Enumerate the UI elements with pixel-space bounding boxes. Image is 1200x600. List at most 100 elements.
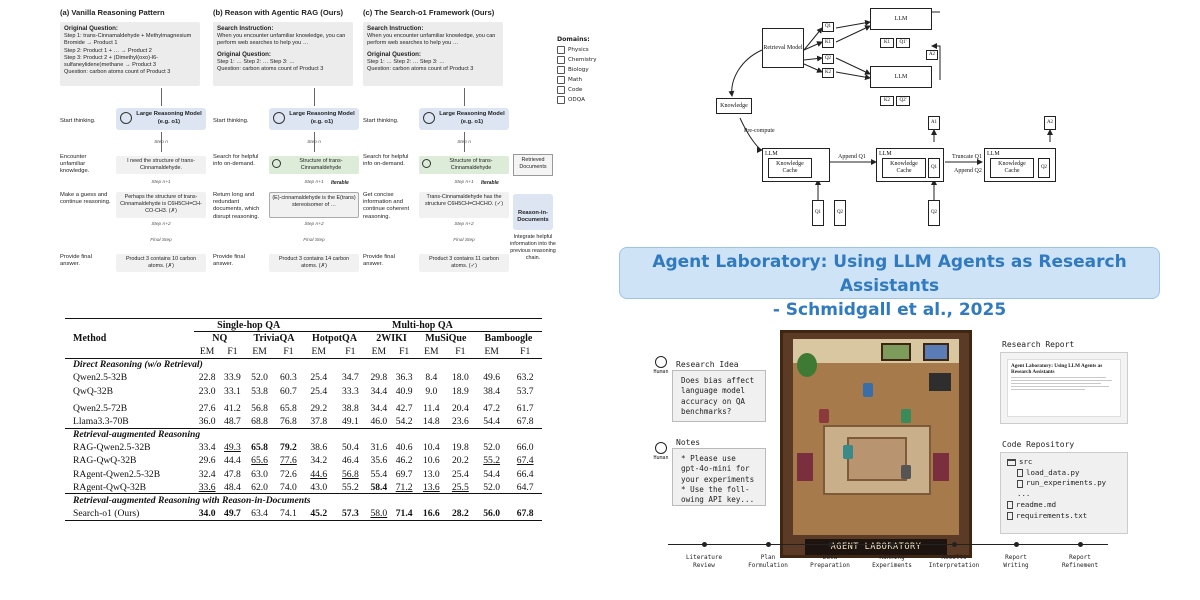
value-cell: 8.4	[417, 371, 446, 384]
value-cell: 47.2	[475, 402, 509, 415]
metric-header: EM	[417, 345, 446, 358]
model-label: Large Reasoning Model (e.g. o1)	[437, 111, 507, 126]
q1-box: Q1	[822, 22, 834, 32]
diagram-connectors	[700, 0, 1100, 240]
stage-label: Literature Review	[674, 554, 734, 570]
step-label: Step n+1	[116, 180, 206, 186]
method-cell: RAgent-Qwen2.5-32B	[65, 468, 194, 481]
value-cell: 64.7	[508, 481, 542, 494]
value-cell: 29.6	[194, 454, 219, 467]
value-cell: 60.3	[274, 371, 303, 384]
search-instruction-box: Search Instruction: When you encounter u…	[213, 22, 353, 86]
value-cell: 33.4	[194, 441, 219, 454]
metric-header: F1	[392, 345, 417, 358]
value-cell: 29.2	[303, 402, 335, 415]
physics-icon	[557, 46, 565, 54]
return-docs-label: Return long and redundant documents, whi…	[213, 192, 265, 221]
knowledge-cache-diagram: Retrieval Model Q1 K1 Q2 K2 LLM K1 Q1' A…	[700, 0, 1100, 240]
value-cell: 48.7	[220, 415, 245, 428]
value-cell: 9.0	[417, 384, 446, 397]
value-cell: 43.0	[303, 481, 335, 494]
value-cell: 56.8	[245, 402, 274, 415]
value-cell: 76.8	[274, 415, 303, 428]
value-cell: 33.3	[335, 384, 367, 397]
domain-item: ODQA	[557, 96, 617, 104]
encounter-label: Encounter unfamiliar knowledge.	[60, 154, 112, 176]
value-cell: 58.0	[366, 507, 391, 520]
value-cell: 50.4	[335, 441, 367, 454]
value-cell: 46.2	[392, 454, 417, 467]
wall-painting	[923, 343, 949, 361]
value-cell: 74.0	[274, 481, 303, 494]
value-cell: 67.8	[508, 507, 542, 520]
k1-output-box: K1	[880, 38, 894, 48]
stage-label: Plan Formulation	[738, 554, 798, 570]
knowledge-cache-box: Knowledge Cache	[768, 158, 812, 178]
value-cell: 38.8	[335, 402, 367, 415]
folder-icon	[1007, 459, 1016, 466]
value-cell: 54.4	[475, 468, 509, 481]
value-cell: 54.2	[392, 415, 417, 428]
value-cell: 16.6	[417, 507, 446, 520]
value-cell: 13.0	[417, 468, 446, 481]
method-cell: RAG-QwQ-32B	[65, 454, 194, 467]
repo-item-label: run_experiments.py	[1026, 478, 1106, 489]
domain-item: Code	[557, 86, 617, 94]
domain-label: Physics	[568, 47, 589, 53]
dataset-header: Bamboogle	[475, 332, 542, 345]
q2-input-box: Q2	[928, 200, 940, 226]
llm-box: LLM	[870, 8, 932, 30]
lab-room-illustration: AGENT LABORATORY	[780, 330, 972, 558]
value-cell: 49.1	[335, 415, 367, 428]
iterable-label: Iterable	[481, 180, 499, 186]
section-header-row: Retrieval-augmented Reasoning	[65, 428, 542, 441]
value-cell: 67.8	[508, 415, 542, 428]
banner-title: Agent Laboratory: Using LLM Agents as Re…	[620, 250, 1159, 298]
value-cell: 37.8	[303, 415, 335, 428]
q1-input-box: Q1	[812, 200, 824, 226]
input-line: Step 3: Product 2 + (Dimethyl(oxo)-l6-su…	[64, 55, 196, 70]
text-line	[1011, 389, 1085, 391]
value-cell: 10.6	[417, 454, 446, 467]
value-cell: 57.3	[335, 507, 367, 520]
final-node: Product 3 contains 11 carbon atoms. (✓)	[419, 254, 509, 272]
value-cell: 34.4	[366, 384, 391, 397]
input-title: Original Question:	[64, 25, 196, 33]
final-step-label: Final Step	[116, 238, 206, 244]
value-cell: 20.4	[446, 402, 475, 415]
dataset-header: HotpotQA	[303, 332, 366, 345]
value-cell: 65.8	[245, 441, 274, 454]
file-icon	[1007, 512, 1013, 520]
value-cell: 23.6	[446, 415, 475, 428]
repo-item: ...	[1007, 489, 1121, 500]
value-cell: 34.4	[366, 402, 391, 415]
input-line: Question: carbon atoms count of Product …	[367, 66, 499, 73]
value-cell: 11.4	[417, 402, 446, 415]
value-cell: 71.2	[392, 481, 417, 494]
query-text: Structure of trans-Cinnamaldehyde	[299, 158, 342, 171]
value-cell: 44.6	[303, 468, 335, 481]
code-repository-label: Code Repository	[1002, 440, 1074, 449]
reasoning-model-node: Large Reasoning Model (e.g. o1)	[419, 108, 509, 130]
value-cell: 34.0	[194, 507, 219, 520]
human-label: Human	[653, 455, 668, 461]
method-cell: Search-o1 (Ours)	[65, 507, 194, 520]
value-cell: 52.0	[475, 481, 509, 494]
metric-header: F1	[508, 345, 542, 358]
metric-header: EM	[245, 345, 274, 358]
column-title: (a) Vanilla Reasoning Pattern	[60, 8, 210, 17]
value-cell: 60.7	[274, 384, 303, 397]
file-icon	[1007, 501, 1013, 509]
results-table: Method Single-hop QA Multi-hop QA NQTriv…	[65, 318, 542, 521]
value-cell: 25.4	[446, 468, 475, 481]
odqa-icon	[557, 96, 565, 104]
metric-header: F1	[274, 345, 303, 358]
encounter-node: I need the structure of trans-Cinnamalde…	[116, 156, 206, 174]
start-label: Start thinking.	[213, 118, 265, 125]
fireplace	[929, 373, 951, 391]
repo-item: load_data.py	[1007, 468, 1121, 479]
a1-box: A1	[928, 116, 940, 130]
value-cell: 19.8	[446, 441, 475, 454]
person-icon	[655, 442, 667, 454]
research-idea-label: Research Idea	[676, 360, 739, 369]
